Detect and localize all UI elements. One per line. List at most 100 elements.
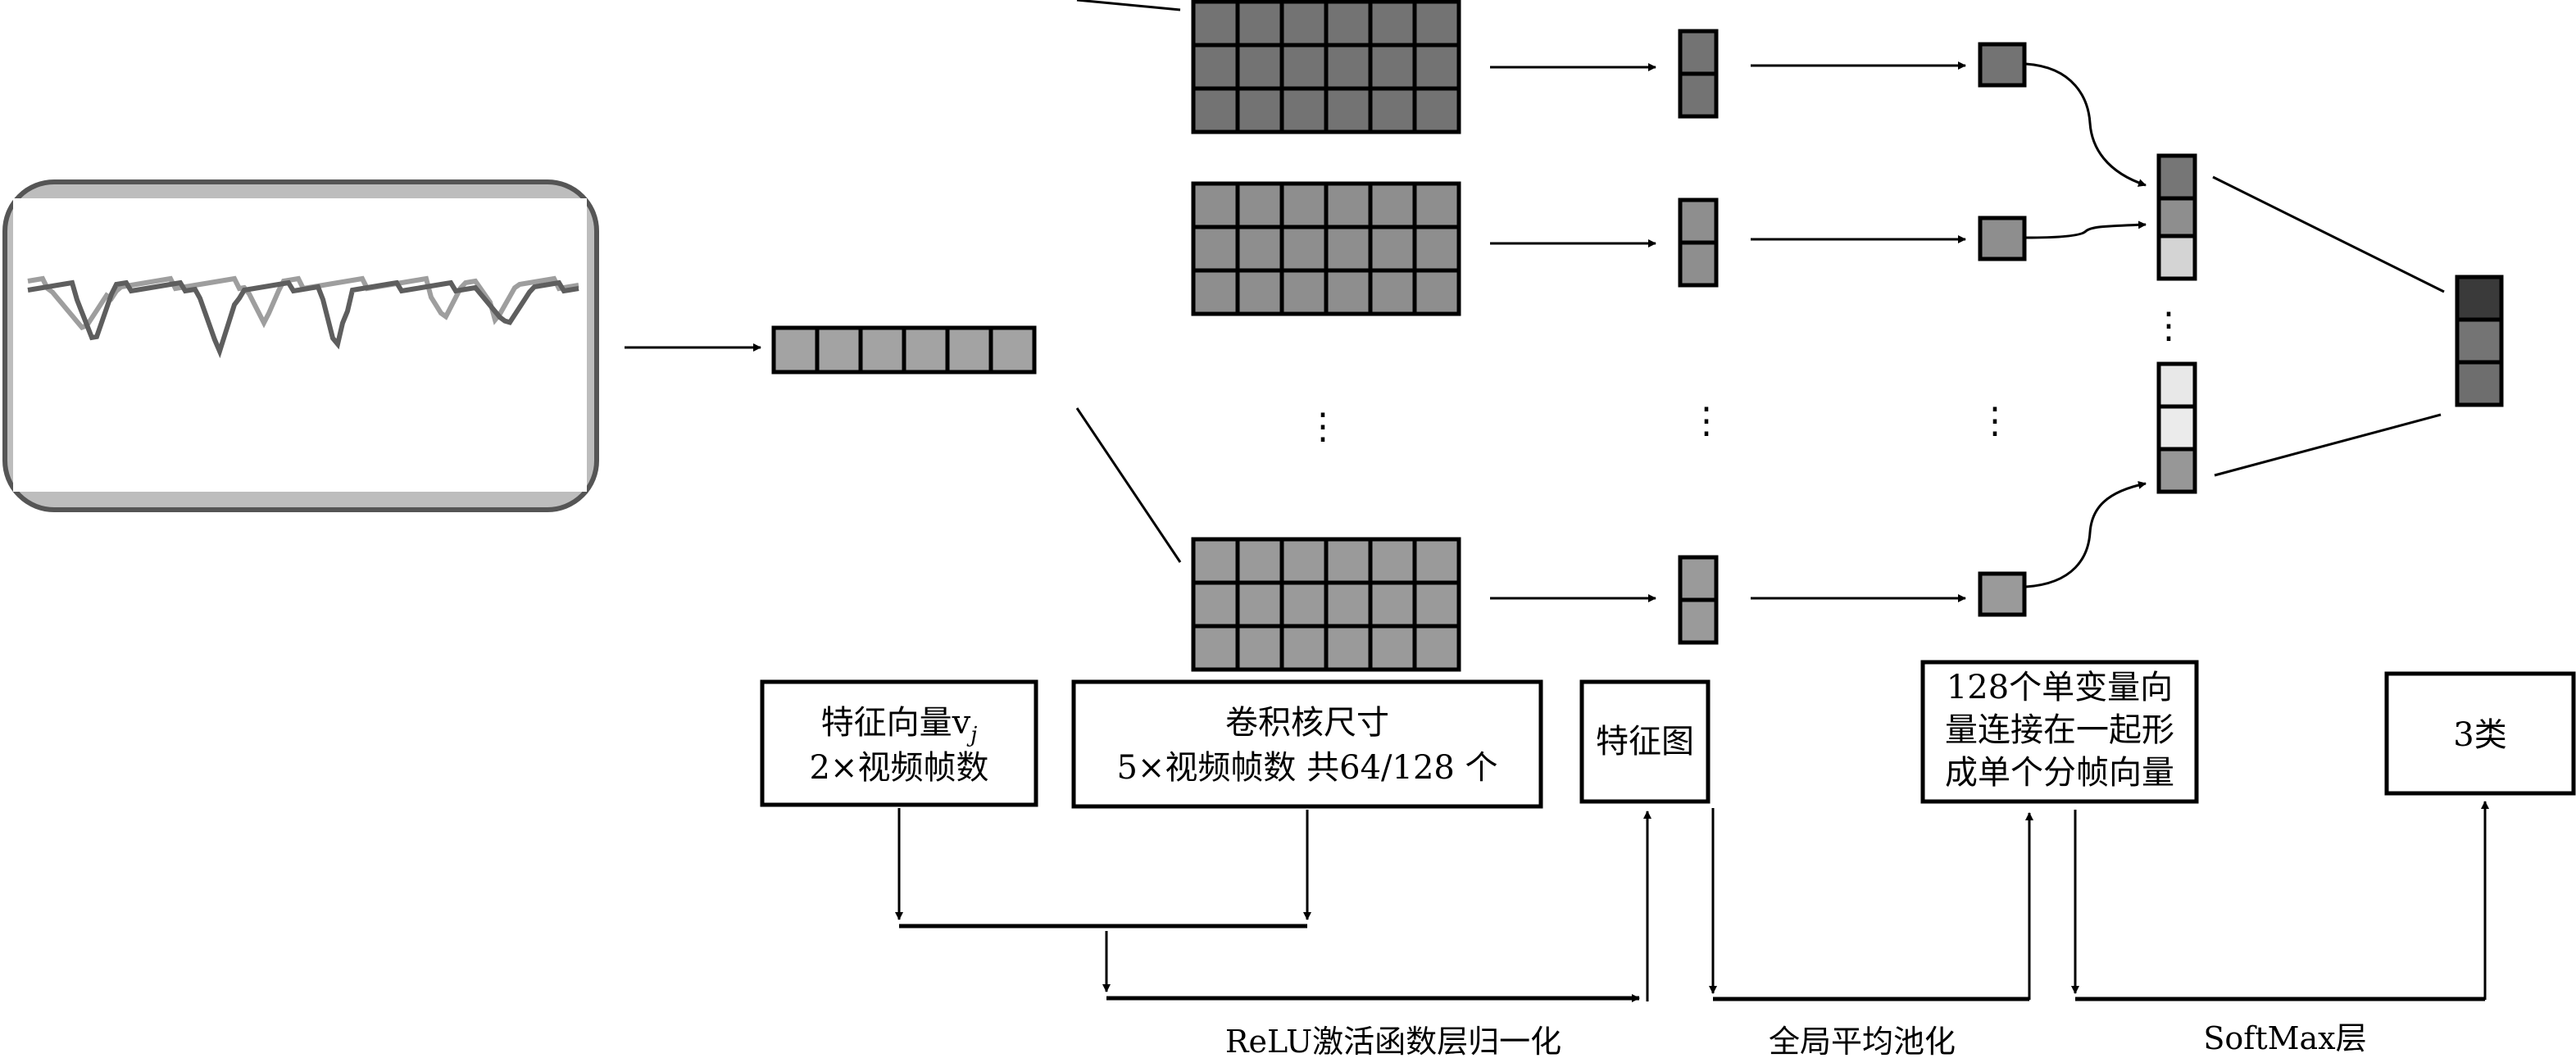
kernel-cell (1279, 86, 1329, 134)
fan-line-bottom (1075, 407, 1182, 563)
kernel-cell (1324, 580, 1373, 629)
kernel-grid (1191, 537, 1461, 672)
kernel-cell (1191, 580, 1240, 629)
fan-line-top (1076, 0, 1181, 11)
feature-map-cell (1678, 240, 1719, 288)
fc-line-bottom (2214, 413, 2442, 477)
feature-map-cell (1678, 29, 1719, 76)
ellipsis-feature-maps: ⋮ (1688, 400, 1724, 442)
kernel-cell (1191, 225, 1240, 273)
kernel-cell (1324, 181, 1373, 229)
kernel-cell (1235, 580, 1284, 629)
feature-map (1678, 555, 1719, 645)
kernel-cell (1235, 624, 1284, 672)
kernel-cell (1368, 537, 1417, 585)
gap-connector (1709, 808, 2033, 1001)
kernel-cell (1324, 225, 1373, 273)
kernel-cell (1279, 537, 1329, 585)
convolution-kernels (1191, 0, 1461, 672)
kernel-cell (1235, 181, 1284, 229)
kernel-cell (1412, 268, 1461, 316)
softmax-connector (2071, 801, 2489, 1001)
kernel-cell (1368, 624, 1417, 672)
kernel-label-box: 卷积核尺寸 5×视频帧数 共64/128 个 (1071, 679, 1543, 809)
input-signal-panel (2, 179, 599, 512)
feature-vector-label-line2: 2×视频帧数 (810, 749, 989, 787)
kernel-label-line2: 5×视频帧数 共64/128 个 (1116, 749, 1497, 787)
concatenated-vector (2156, 153, 2197, 494)
kernel-cell (1412, 43, 1461, 91)
concat-cell (2156, 153, 2197, 201)
kernel-grid (1191, 181, 1461, 316)
concat-cell (2156, 361, 2197, 409)
curve-arrow-1 (2025, 62, 2147, 187)
kernel-cell (1191, 624, 1240, 672)
feature-map-cell (1678, 198, 1719, 245)
kernel-label-line1: 卷积核尺寸 (1225, 704, 1389, 742)
svg-text:特征向量vj: 特征向量vj (821, 704, 978, 747)
ellipsis-concat: ⋮ (2151, 305, 2187, 347)
kernel-cell (1279, 580, 1329, 629)
kernel-cell (1368, 0, 1417, 48)
kernel-cell (1324, 43, 1373, 91)
feature-map-cell (1678, 555, 1719, 602)
kernel-cell (1191, 43, 1240, 91)
curve-arrow-3 (2025, 480, 2147, 588)
kernel-cell (1368, 225, 1417, 273)
feature-map-label-box: 特征图 (1579, 679, 1711, 804)
kernel-grid (1191, 0, 1461, 134)
kernel-cell (1324, 0, 1373, 48)
concat-cell (2156, 196, 2197, 238)
kernel-cell (1235, 268, 1284, 316)
kernel-cell (1412, 537, 1461, 585)
kernel-cell (1368, 86, 1417, 134)
kernel-cell (1412, 225, 1461, 273)
kernel-cell (1235, 86, 1284, 134)
relu-connector (895, 808, 1651, 1002)
kernel-cell (1324, 624, 1373, 672)
ellipsis-pooled: ⋮ (1977, 400, 2013, 442)
pooled-unit (1978, 216, 2027, 261)
input-vector-cell (858, 325, 906, 375)
kernel-cell (1279, 43, 1329, 91)
output-vector (2455, 275, 2504, 407)
kernel-cell (1412, 624, 1461, 672)
kernel-cell (1235, 43, 1284, 91)
kernel-cell (1279, 268, 1329, 316)
relu-step-label: ReLU激活函数层归一化 (1225, 1024, 1561, 1058)
kernel-cell (1235, 537, 1284, 585)
kernel-cell (1368, 181, 1417, 229)
feature-vector-label-line1: 特征向量v (821, 704, 971, 742)
classes-label: 3类 (2453, 716, 2506, 754)
input-vector-cell (771, 325, 820, 375)
input-vector-cell (945, 325, 993, 375)
kernel-cell (1412, 0, 1461, 48)
pooled-unit (1978, 42, 2027, 88)
kernel-cell (1279, 181, 1329, 229)
feature-map (1678, 29, 1719, 119)
kernel-cell (1235, 225, 1284, 273)
concat-cell (2156, 234, 2197, 281)
kernel-cell (1324, 268, 1373, 316)
softmax-step-label: SoftMax层 (2203, 1020, 2366, 1056)
pooled-units (1978, 42, 2027, 617)
kernel-cell (1324, 86, 1373, 134)
kernel-cell (1412, 181, 1461, 229)
kernel-cell (1191, 537, 1240, 585)
signal-trace-dark (27, 279, 579, 359)
fc-line-top (2212, 175, 2445, 293)
pooled-unit (1978, 571, 2027, 617)
input-vector-cell (815, 325, 863, 375)
concat-label-line1: 128个单变量向 (1947, 669, 2173, 706)
feature-map-label: 特征图 (1596, 723, 1694, 761)
output-cell (2455, 317, 2504, 365)
feature-map-cell (1678, 71, 1719, 119)
flow-arrows (1490, 61, 1966, 602)
kernel-cell (1191, 181, 1240, 229)
input-feature-vector (771, 325, 1037, 375)
gap-step-label: 全局平均池化 (1769, 1024, 1956, 1058)
feature-map (1678, 198, 1719, 288)
kernel-cell (1368, 268, 1417, 316)
kernel-cell (1191, 86, 1240, 134)
